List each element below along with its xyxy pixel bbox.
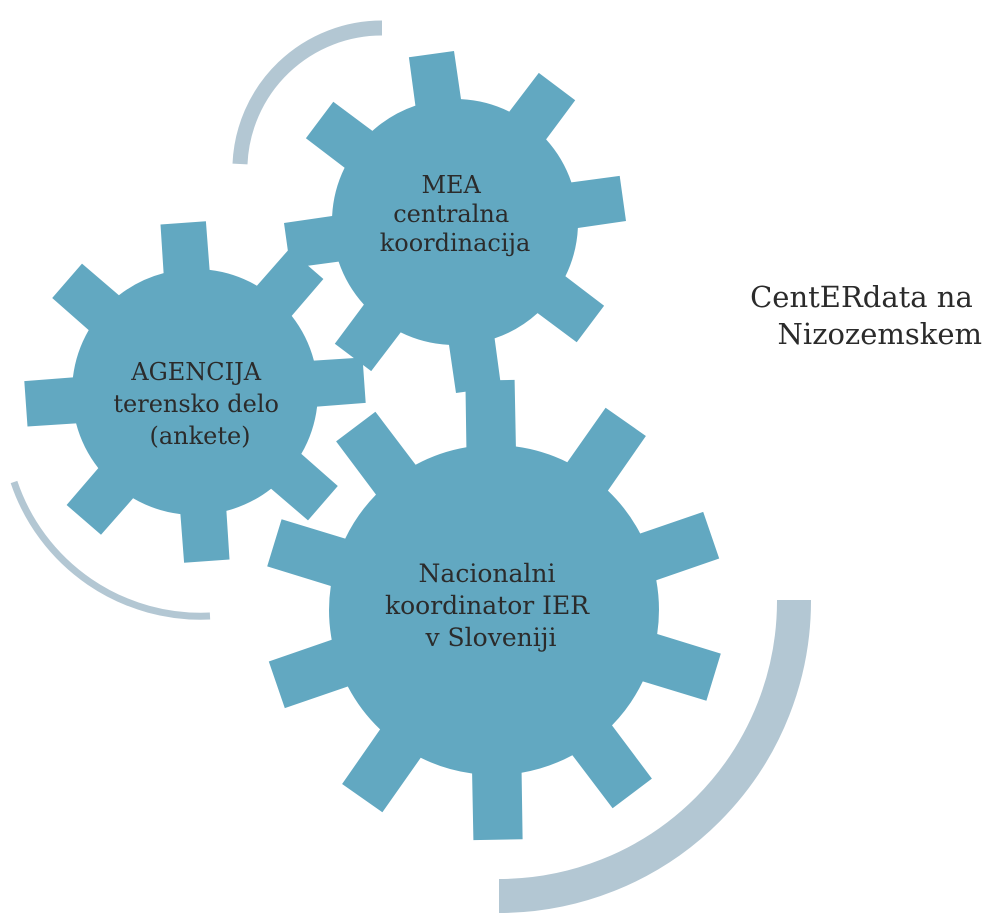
gear-top-label: MEA centralna koordinacija: [380, 171, 531, 257]
gear-left: [24, 221, 366, 563]
gear-top-line-2: centralna: [393, 200, 509, 228]
gear-left-line-2: terensko delo: [113, 390, 279, 418]
gear-top: [284, 51, 626, 393]
gear-left-line-1: AGENCIJA: [130, 358, 261, 386]
gear-bottom-label: Nacionalni koordinator IER v Sloveniji: [385, 559, 597, 652]
centerdata-label: CentERdata na Nizozemskem: [750, 280, 982, 351]
gear-bottom-line-1: Nacionalni: [419, 559, 556, 588]
gear-bottom-line-3: v Sloveniji: [424, 623, 556, 652]
gear-bottom: [267, 379, 721, 841]
arc-left: [10, 480, 211, 620]
arc-top: [232, 20, 383, 165]
gear-left-label: AGENCIJA terensko delo (ankete): [113, 358, 286, 450]
centerdata-line-2: Nizozemskem: [778, 317, 982, 351]
arc-right: [498, 599, 812, 913]
gear-bottom-line-2: koordinator IER: [385, 591, 590, 620]
centerdata-line-1: CentERdata na: [750, 280, 973, 314]
gear-top-line-3: koordinacija: [380, 229, 531, 257]
gear-left-line-3: (ankete): [149, 422, 250, 450]
gear-top-line-1: MEA: [421, 171, 481, 199]
